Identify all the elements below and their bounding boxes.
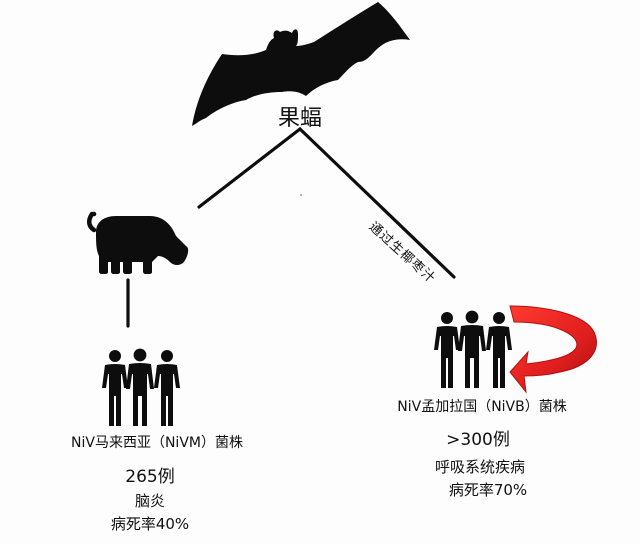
curved-arrow-icon (509, 305, 597, 394)
bat-label: 果蝠 (277, 106, 322, 131)
strain-name-left: NiV马来西亚（NiVM）菌株 (71, 435, 243, 451)
people-group-left-icon (102, 348, 180, 426)
disease-left: 脑炎 (134, 492, 165, 510)
strain-name-right: NiV孟加拉国（NiVB）菌株 (397, 399, 567, 415)
disease-right: 呼吸系统疾病 (434, 458, 525, 476)
bat-icon (192, 2, 410, 126)
transmission-lines (126, 127, 456, 328)
edge-bat-to-people-right (298, 127, 456, 279)
pig-icon (87, 211, 189, 274)
case-count-left: 265例 (125, 467, 175, 487)
fatality-rate-left: 病死率40% (110, 515, 190, 533)
people-group-right-icon (434, 310, 512, 388)
case-count-right: >300例 (446, 430, 510, 450)
edge-bat-to-pig (197, 127, 302, 209)
fatality-rate-right: 病死率70% (448, 481, 528, 499)
